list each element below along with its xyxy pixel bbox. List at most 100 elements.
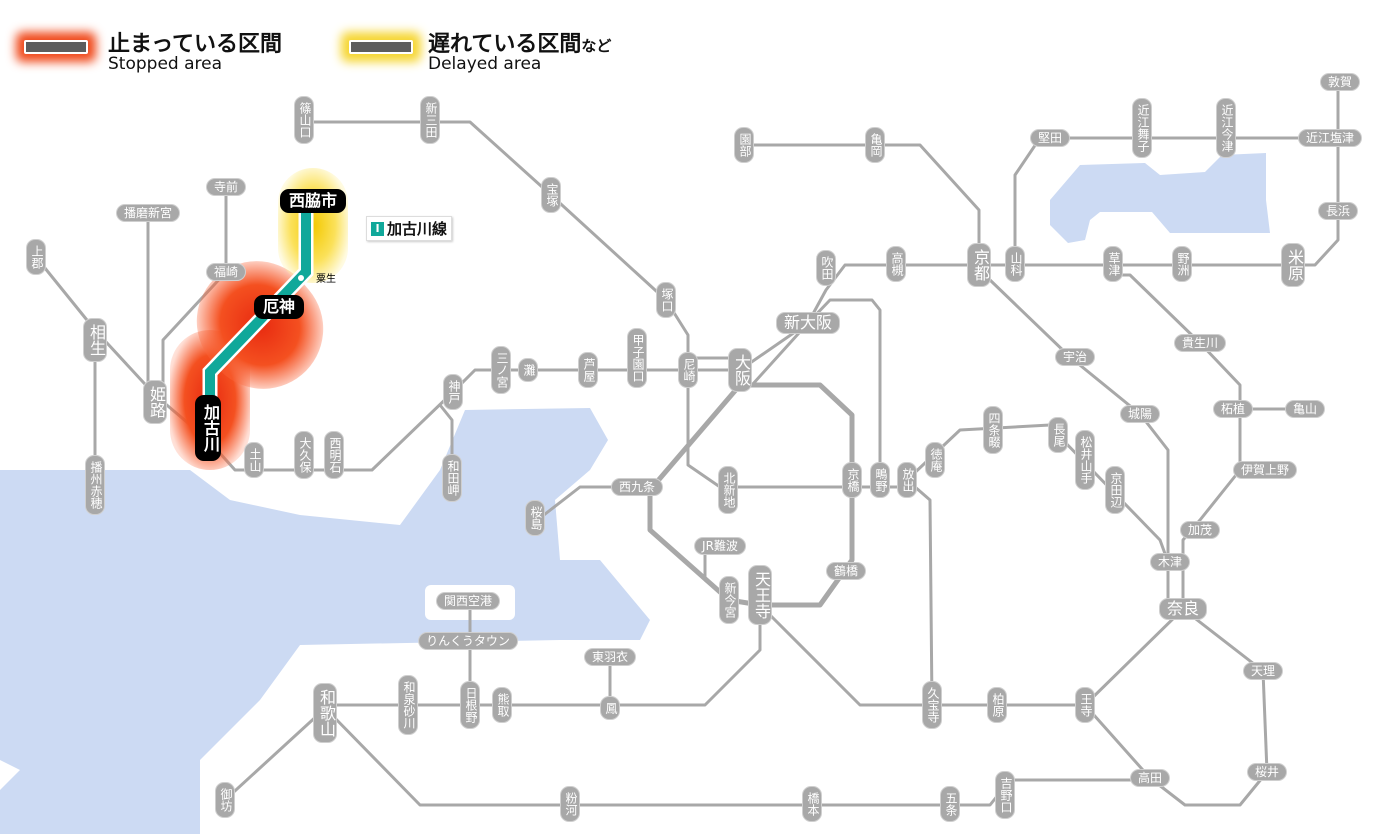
station[interactable]: 和田岬 bbox=[442, 454, 462, 502]
station[interactable]: 上郡 bbox=[26, 239, 46, 275]
station[interactable]: 三ノ宮 bbox=[491, 346, 511, 394]
line-sagano[interactable] bbox=[744, 143, 981, 265]
station[interactable]: 五条 bbox=[940, 786, 960, 822]
station[interactable]: 神戸 bbox=[443, 374, 463, 410]
station[interactable]: 野洲 bbox=[1172, 246, 1192, 282]
station[interactable]: 天理 bbox=[1242, 662, 1284, 680]
station[interactable]: 加古川 bbox=[195, 395, 221, 461]
station[interactable]: 貴生川 bbox=[1173, 334, 1227, 352]
station[interactable]: 木津 bbox=[1149, 553, 1191, 571]
station[interactable]: 土山 bbox=[244, 442, 264, 478]
station[interactable]: 長尾 bbox=[1048, 417, 1068, 453]
station[interactable]: 久宝寺 bbox=[922, 681, 942, 729]
station[interactable]: 福崎 bbox=[205, 263, 247, 281]
line-osakahigashi[interactable] bbox=[906, 478, 934, 706]
station[interactable]: 北新地 bbox=[718, 466, 738, 514]
station[interactable]: 宝塚 bbox=[541, 177, 561, 213]
station[interactable]: 関西空港 bbox=[435, 592, 501, 610]
station[interactable]: 粟生 bbox=[316, 274, 336, 285]
station[interactable]: 柘植 bbox=[1212, 400, 1254, 418]
station[interactable]: 厄神 bbox=[253, 295, 305, 319]
station[interactable]: 粉河 bbox=[560, 786, 580, 822]
station[interactable]: 柏原 bbox=[987, 687, 1007, 723]
station[interactable]: 大久保 bbox=[294, 431, 314, 479]
station[interactable]: 西九条 bbox=[610, 478, 664, 496]
station[interactable]: 王寺 bbox=[1075, 687, 1095, 723]
station[interactable]: 東羽衣 bbox=[583, 648, 637, 666]
station[interactable]: 亀山 bbox=[1284, 400, 1326, 418]
station[interactable]: 堅田 bbox=[1029, 129, 1071, 147]
station[interactable]: 徳庵 bbox=[925, 442, 945, 478]
station[interactable]: 桜井 bbox=[1246, 763, 1288, 781]
station[interactable]: 新三田 bbox=[420, 96, 440, 144]
station[interactable]: 橋本 bbox=[802, 786, 822, 822]
station[interactable]: 西脇市 bbox=[279, 189, 347, 213]
station[interactable]: 近江今津 bbox=[1216, 98, 1236, 158]
station[interactable]: 敦賀 bbox=[1319, 73, 1361, 91]
station[interactable]: 京橋 bbox=[842, 462, 862, 498]
station[interactable]: 日根野 bbox=[460, 681, 480, 729]
station[interactable]: 甲子園口 bbox=[627, 328, 647, 388]
station[interactable]: 芦屋 bbox=[578, 352, 598, 388]
station[interactable]: 鳳 bbox=[600, 696, 620, 720]
station[interactable]: 新今宮 bbox=[719, 576, 739, 624]
line-fukuchiyama[interactable] bbox=[304, 120, 907, 489]
station[interactable]: 塚口 bbox=[656, 282, 676, 318]
station[interactable]: 桜島 bbox=[525, 500, 545, 536]
station[interactable]: 亀岡 bbox=[865, 127, 885, 163]
station[interactable]: 播磨新宮 bbox=[115, 204, 181, 222]
station[interactable]: 鴫野 bbox=[870, 462, 890, 498]
station[interactable]: 城陽 bbox=[1119, 405, 1161, 423]
station[interactable]: 近江塩津 bbox=[1297, 129, 1363, 147]
line-osaka-loop[interactable] bbox=[647, 382, 855, 608]
stopped-swatch bbox=[24, 40, 88, 54]
station[interactable]: 園部 bbox=[734, 127, 754, 163]
station[interactable]: 松井山手 bbox=[1075, 430, 1095, 490]
station[interactable]: りんくうタウン bbox=[418, 632, 518, 650]
station[interactable]: 四条畷 bbox=[983, 406, 1003, 454]
station[interactable]: 尼崎 bbox=[678, 352, 698, 388]
station[interactable]: 寺前 bbox=[205, 178, 247, 196]
station[interactable]: 相生 bbox=[83, 318, 107, 362]
line-kansai-main[interactable] bbox=[1181, 409, 1242, 609]
line-yamatoji[interactable] bbox=[768, 607, 1185, 707]
station[interactable]: 大阪 bbox=[728, 348, 752, 392]
station[interactable]: 吹田 bbox=[816, 250, 836, 286]
station[interactable]: 米原 bbox=[1281, 243, 1305, 287]
station[interactable]: 奈良 bbox=[1158, 598, 1208, 620]
station[interactable]: 熊取 bbox=[492, 687, 512, 723]
station[interactable]: 和歌山 bbox=[313, 683, 337, 743]
station[interactable]: 篠山口 bbox=[294, 96, 314, 144]
station[interactable]: 播州赤穂 bbox=[85, 455, 105, 515]
station[interactable]: 天王寺 bbox=[748, 565, 772, 625]
line-kisei[interactable] bbox=[223, 711, 322, 802]
station[interactable]: 京田辺 bbox=[1105, 466, 1125, 514]
line-sakurai[interactable] bbox=[1083, 607, 1269, 807]
line-wakayama[interactable] bbox=[328, 711, 1150, 807]
line-hanwa[interactable] bbox=[325, 620, 762, 707]
station[interactable]: JR難波 bbox=[694, 537, 746, 555]
station[interactable]: 新大阪 bbox=[775, 312, 841, 334]
station[interactable]: 近江舞子 bbox=[1132, 98, 1152, 158]
station[interactable]: 京都 bbox=[967, 243, 991, 287]
station[interactable]: 吉野口 bbox=[995, 771, 1015, 819]
station[interactable]: 加茂 bbox=[1179, 521, 1221, 539]
station[interactable]: 草津 bbox=[1103, 246, 1123, 282]
station[interactable]: 高田 bbox=[1129, 769, 1171, 787]
station[interactable]: 御坊 bbox=[215, 782, 235, 818]
station[interactable]: 長浜 bbox=[1317, 202, 1359, 220]
line-gakkentoshi[interactable] bbox=[905, 423, 1170, 563]
station[interactable]: 山科 bbox=[1005, 246, 1025, 282]
station[interactable]: 西明石 bbox=[324, 431, 344, 479]
station[interactable]: 鶴橋 bbox=[825, 562, 867, 580]
kakogawa-line-label[interactable]: I 加古川線 bbox=[366, 216, 453, 241]
delayed-swatch bbox=[349, 40, 413, 54]
station[interactable]: 姫路 bbox=[143, 380, 167, 424]
station[interactable]: 放出 bbox=[897, 462, 917, 498]
station[interactable]: 宇治 bbox=[1054, 348, 1096, 366]
station[interactable]: 和泉砂川 bbox=[398, 675, 418, 735]
line-kosei[interactable] bbox=[1013, 136, 1328, 264]
station[interactable]: 高槻 bbox=[886, 246, 906, 282]
station[interactable]: 伊賀上野 bbox=[1232, 461, 1298, 479]
station[interactable]: 灘 bbox=[518, 358, 538, 382]
